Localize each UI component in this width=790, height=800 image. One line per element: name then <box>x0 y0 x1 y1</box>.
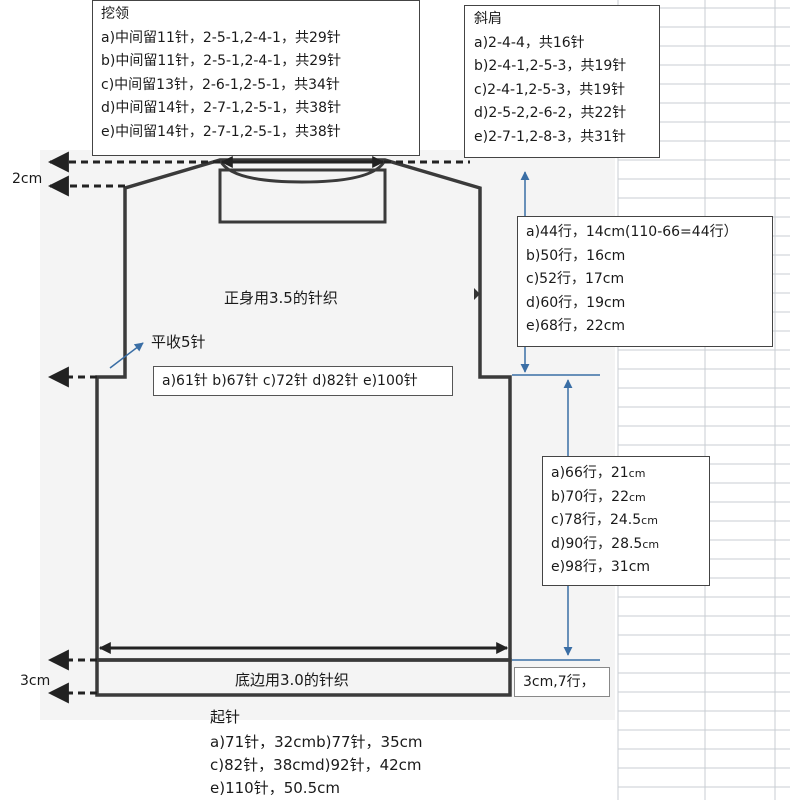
armhole-line: e)68行，22cm <box>526 318 626 334</box>
dashed-leaders <box>47 151 470 704</box>
neckline-note: 挖领 a)中间留11针，2-5-1,2-4-1，共29针 b)中间留11针，2-… <box>92 0 420 156</box>
neckline-line: c)中间留13针，2-6-1,2-5-1，共34针 <box>101 76 340 93</box>
shoulder-line: c)2-4-1,2-5-3，共19针 <box>474 81 626 98</box>
hem-height-label: 3cm <box>20 673 51 689</box>
bind-off-label: 平收5针 <box>151 333 206 351</box>
shoulder-note: 斜肩 a)2-4-4，共16针 b)2-4-1,2-5-3，共19针 c)2-4… <box>464 5 660 158</box>
neckline-line: e)中间留14针，2-7-1,2-5-1，共38针 <box>101 123 341 140</box>
neck-band-rect <box>218 168 387 224</box>
body-height-line: d)90行，28.5cm <box>551 535 660 552</box>
hem-rows-label: 3cm,7行， <box>514 667 610 697</box>
front-body-label: 正身用3.5的针织 <box>224 289 338 307</box>
shoulder-line: d)2-5-2,2-6-2，共22针 <box>474 105 627 121</box>
cast-on-line: a)71针，32cmb)77针，35cm <box>210 733 423 751</box>
neckline-line: b)中间留11针，2-5-1,2-4-1，共29针 <box>101 53 342 69</box>
armhole-line: d)60行，19cm <box>526 294 626 311</box>
armhole-height-note: a)44行，14cm(110-66=44行） b)50行，16cm c)52行，… <box>517 216 773 347</box>
body-height-note: a)66行，21cm b)70行，22cm c)78行，24.5cm d)90行… <box>542 456 710 586</box>
body-height-line: b)70行，22cm <box>551 488 646 505</box>
armhole-line: c)52行，17cm <box>526 271 625 287</box>
cast-on-line: c)82针，38cmd)92针，42cm <box>210 756 422 774</box>
armhole-line: b)50行，16cm <box>526 247 626 264</box>
armhole-line: a)44行，14cm(110-66=44行） <box>526 224 738 240</box>
cast-on-line: e)110针，50.5cm <box>210 779 340 797</box>
shoulder-line: b)2-4-1,2-5-3，共19针 <box>474 58 627 74</box>
neck-drop-label: 2cm <box>12 171 43 187</box>
shoulder-line: a)2-4-4，共16针 <box>474 34 585 51</box>
neckline-line: a)中间留11针，2-5-1,2-4-1，共29针 <box>101 29 341 46</box>
shoulder-title: 斜肩 <box>474 11 502 27</box>
hem-band <box>95 658 512 697</box>
garment-outline <box>95 158 512 662</box>
body-height-line: c)78行，24.5cm <box>551 512 658 528</box>
cast-on-title: 起针 <box>210 708 241 726</box>
chest-stitches-label: a)61针 b)67针 c)72针 d)82针 e)100针 <box>153 366 453 396</box>
shoulder-line: e)2-7-1,2-8-3，共31针 <box>474 128 626 145</box>
neckline-title: 挖领 <box>101 6 129 22</box>
body-height-line: a)66行，21cm <box>551 465 646 481</box>
hem-needle-label: 底边用3.0的针织 <box>235 671 349 689</box>
neckline-line: d)中间留14针，2-7-1,2-5-1，共38针 <box>101 100 342 116</box>
body-height-line: e)98行，31cm <box>551 559 651 575</box>
side-tick <box>474 288 480 300</box>
